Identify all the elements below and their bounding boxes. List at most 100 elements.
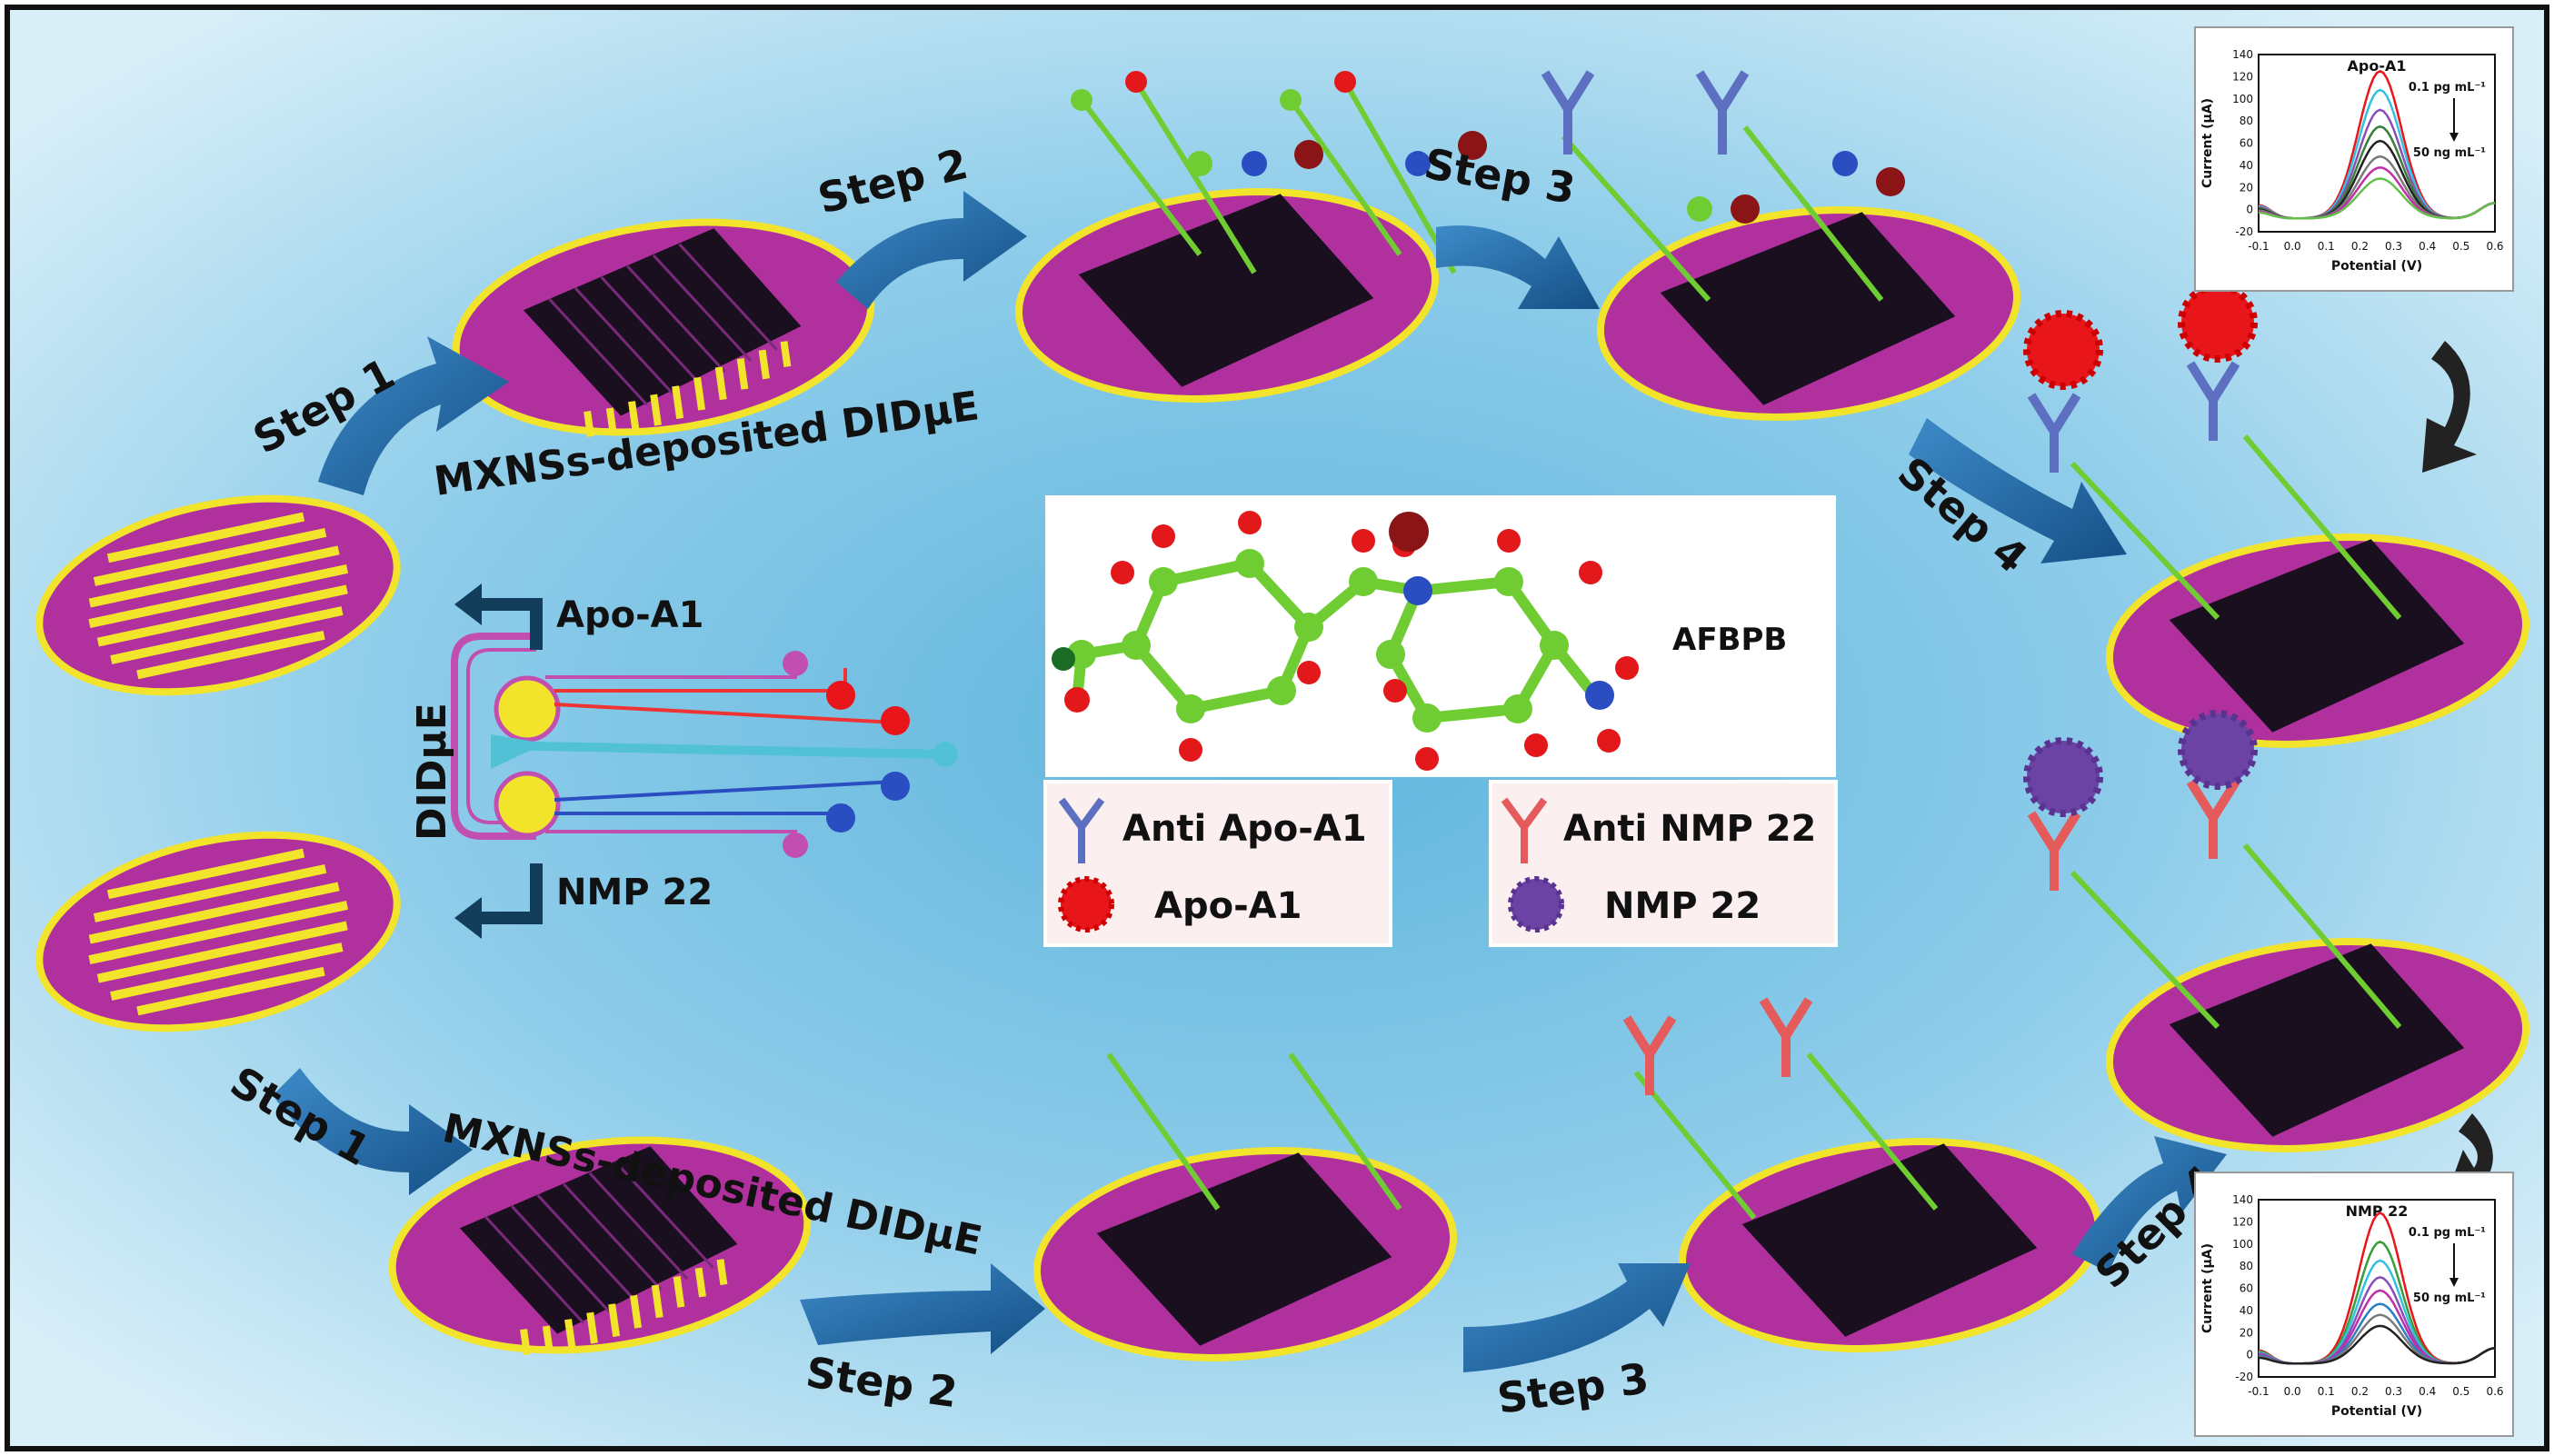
annotation-top: 0.1 pg mL⁻¹ <box>2409 81 2486 95</box>
afbpb-molecules-step3-top <box>1561 125 1884 302</box>
y-tick-label: 120 <box>2232 1215 2253 1228</box>
anti-apo-legend-icon <box>1058 797 1105 863</box>
x-axis-label: Potential (V) <box>2331 259 2422 274</box>
y-tick-label: 140 <box>2232 1193 2253 1206</box>
working-electrode-apo <box>494 675 561 743</box>
x-tick-label: 0.2 <box>2351 1385 2369 1398</box>
y-tick-label: 20 <box>2240 1326 2253 1339</box>
y-tick-label: 100 <box>2232 93 2253 105</box>
apo-branch-label: Apo-A1 <box>556 594 703 636</box>
x-tick-label: -0.1 <box>2248 1385 2269 1398</box>
bare-electrode-apo <box>35 494 401 696</box>
afbpb-molecules-step4-nmp <box>2070 843 2402 1030</box>
anti-nmp-antibody-icon <box>1622 779 2240 1095</box>
y-tick-label: 80 <box>2240 115 2253 127</box>
x-tick-label: 0.4 <box>2419 240 2436 253</box>
x-tick-label: 0.0 <box>2284 1385 2301 1398</box>
afbpb-panel: AFBPB <box>1045 495 1836 777</box>
annotation-top: 0.1 pg mL⁻¹ <box>2409 1226 2486 1240</box>
y-tick-label: 120 <box>2232 70 2253 83</box>
x-tick-label: 0.2 <box>2351 240 2369 253</box>
atoms-step3-top <box>1687 151 1905 224</box>
afbpb-name: AFBPB <box>1672 622 1787 658</box>
afbpb-atoms <box>1052 511 1639 771</box>
working-electrode-nmp <box>494 771 561 838</box>
electrode-step2-top <box>1014 188 1440 403</box>
anti-nmp-legend-icon <box>1501 797 1548 863</box>
series-line <box>2258 1324 2496 1365</box>
annotation-arrowhead <box>2449 1278 2459 1287</box>
plot-area <box>2258 54 2496 233</box>
nmp-branch-label: NMP 22 <box>556 872 713 913</box>
bare-electrode-nmp <box>35 831 401 1032</box>
y-tick-label: -20 <box>2235 1371 2253 1383</box>
chart-title: NMP 22 <box>2346 1202 2409 1220</box>
y-tick-label: 20 <box>2240 181 2253 194</box>
electrode-step3-top <box>1596 206 2021 421</box>
x-tick-label: 0.6 <box>2486 240 2503 253</box>
x-tick-label: 0.6 <box>2486 1385 2503 1398</box>
contact-pad-magenta-2 <box>783 833 808 858</box>
apo-a1-antigen-icon <box>2023 283 2258 390</box>
return-arrow-top <box>2422 341 2477 473</box>
x-tick-label: 0.3 <box>2385 1385 2402 1398</box>
y-axis-label: Current (μA) <box>2200 98 2215 188</box>
branch-arrow-nmp <box>473 863 543 924</box>
step2-bottom-arrow <box>800 1263 1045 1354</box>
contact-pad-red-2 <box>881 706 910 735</box>
didue-label: DIDμE <box>409 703 455 841</box>
afbpb-molecules-step4-apo <box>2070 434 2402 621</box>
contact-pad-magenta-1 <box>783 651 808 676</box>
electrode-step3-bottom <box>1678 1138 2103 1352</box>
branch-arrow-apo <box>473 598 543 650</box>
y-tick-label: 40 <box>2240 159 2253 172</box>
anti-apo-antibody-icon <box>1541 70 2240 473</box>
branch-arrowhead-apo <box>454 583 482 625</box>
legend-anti-apo: Anti Apo-A1 <box>1122 808 1367 850</box>
y-tick-label: 60 <box>2240 1282 2253 1295</box>
step3-bottom-arrow <box>1463 1263 1691 1372</box>
x-tick-label: 0.4 <box>2419 1385 2436 1398</box>
y-tick-label: 60 <box>2240 137 2253 150</box>
electrode-step2-bottom <box>1033 1147 1458 1361</box>
y-tick-label: 0 <box>2246 1349 2253 1361</box>
y-tick-label: -20 <box>2235 225 2253 238</box>
step4-top-arrow <box>1909 418 2127 563</box>
x-tick-label: 0.5 <box>2452 1385 2469 1398</box>
electrode-step4-apo <box>2105 534 2530 748</box>
y-axis-label: Current (μA) <box>2200 1243 2215 1333</box>
branch-arrowhead-nmp <box>454 897 482 939</box>
electrode-step4-nmp <box>2105 938 2530 1152</box>
didue-chip: DIDμE <box>409 633 958 858</box>
y-tick-label: 80 <box>2240 1260 2253 1272</box>
y-tick-label: 0 <box>2246 204 2253 216</box>
contact-pad-blue-1 <box>826 803 855 833</box>
x-tick-label: 0.3 <box>2385 240 2402 253</box>
nmp-22-antigen-icon <box>2023 710 2258 817</box>
atoms-step2-top <box>1071 71 1487 176</box>
annotation-arrowhead <box>2449 133 2459 142</box>
x-axis-label: Potential (V) <box>2331 1404 2422 1419</box>
step1-bottom-arrow <box>273 1068 473 1195</box>
apo-legend-icon <box>1058 876 1114 932</box>
step1-top-arrow <box>318 336 509 495</box>
contact-pad-blue-2 <box>881 772 910 801</box>
x-tick-label: 0.1 <box>2318 1385 2335 1398</box>
x-tick-label: 0.1 <box>2318 240 2335 253</box>
legend-anti-nmp: Anti NMP 22 <box>1563 808 1816 850</box>
step3-top-arrow <box>1436 225 1600 309</box>
y-tick-label: 40 <box>2240 1304 2253 1317</box>
annotation-bottom: 50 ng mL⁻¹ <box>2413 146 2486 160</box>
interdigitated-fingers <box>88 512 349 680</box>
legend-apo: Anti Apo-A1 Apo-A1 <box>1043 780 1392 947</box>
x-tick-label: -0.1 <box>2248 240 2269 253</box>
x-tick-label: 0.5 <box>2452 240 2469 253</box>
mxns-electrode-top <box>452 218 875 437</box>
step2-top-arrow <box>836 191 1027 309</box>
y-tick-label: 100 <box>2232 1238 2253 1251</box>
afbpb-molecules-step2-bottom <box>1106 1052 1402 1211</box>
annotation-bottom: 50 ng mL⁻¹ <box>2413 1291 2486 1305</box>
nmp-legend-icon <box>1508 876 1564 932</box>
